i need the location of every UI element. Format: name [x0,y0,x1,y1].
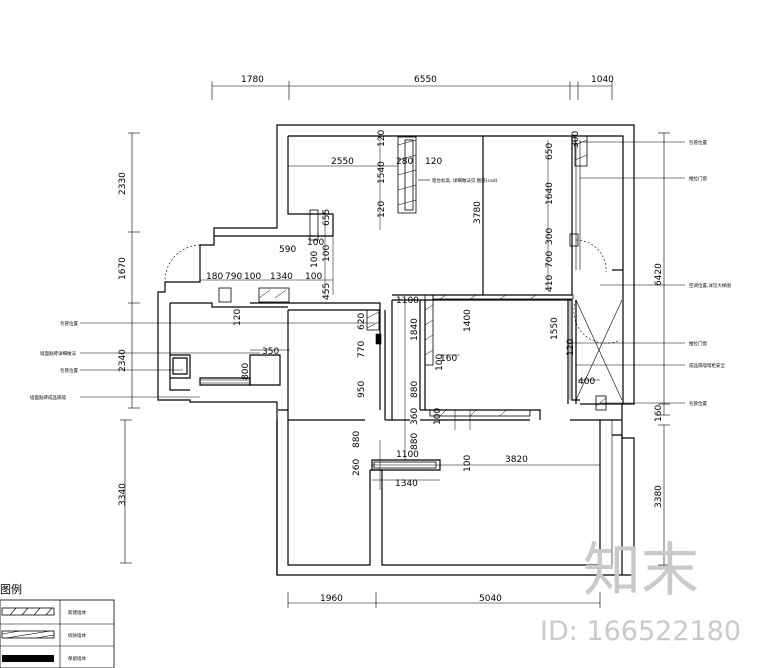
dim-interior-16: 100 [322,245,332,262]
dim-interior-27: 1840 [410,318,420,341]
dim-left-1: 1670 [118,257,128,280]
callout-right-4: 成品隔墙暗柜安全 [689,362,725,369]
dim-interior-23: 455 [322,283,332,300]
window-note: 窗台标高, 详细做法见 图纸(cad) [432,177,498,184]
dim-left-3: 3340 [118,483,128,506]
callout-right-0: 包管位置 [689,139,707,146]
dim-top-2: 1040 [591,75,614,85]
dim-interior-33: 950 [357,381,367,398]
legend-swatch-2 [2,655,54,662]
callout-left-3: 墙面贴砖成品隔墙 [30,394,66,401]
dim-interior-31: 350 [262,347,279,357]
dim-interior-9: 300 [545,228,555,245]
dim-interior-44: 1100 [396,450,419,460]
legend-swatch-0 [1,607,55,616]
dim-interior-35: 160 [440,354,457,364]
callout-left-2: 包管位置 [60,367,78,374]
dim-interior-19: 790 [225,272,242,282]
dim-interior-0: 2550 [331,157,354,167]
dim-interior-29: 1550 [550,317,560,340]
dim-interior-17: 100 [310,251,320,268]
dim-interior-40: 100 [433,408,443,425]
dim-interior-20: 100 [244,272,261,282]
dim-interior-6: 3780 [473,201,483,224]
dim-interior-12: 300 [571,131,581,148]
dim-interior-10: 700 [545,251,555,268]
dim-right-2: 3380 [654,485,664,508]
dim-interior-39: 360 [410,408,420,425]
callout-right-2: 空调位置,详见大样图 [689,282,731,289]
dim-interior-41: 880 [352,431,362,448]
right-dimensions: 6420 160 3380 [654,263,664,508]
dim-interior-8: 1640 [545,182,555,205]
dim-interior-14: 100 [307,238,324,248]
dim-interior-15: 655 [322,209,332,226]
dim-interior-32: 800 [241,363,251,380]
dim-interior-22: 100 [305,272,322,282]
dim-interior-34: 880 [410,381,420,398]
callout-leaders [80,141,685,404]
dim-interior-5: 120 [377,201,387,218]
legend-swatch-1 [1,630,55,639]
dim-interior-2: 120 [425,157,442,167]
dim-interior-47: 1340 [395,479,418,489]
hatch-lines [258,139,607,417]
dim-bottom-1: 5040 [479,594,502,604]
legend-row-2: 保留墙体 [68,655,86,662]
callout-left-1: 墙面贴砖详细做法 [40,350,76,357]
left-dimensions: 2330 1670 2340 3340 [118,172,128,506]
dim-interior-43: 260 [352,459,362,476]
callout-right-5: 包管位置 [689,400,707,407]
dim-interior-42: 880 [410,433,420,450]
dim-interior-1: 280 [396,157,413,167]
interior-dimension-lines [200,136,600,490]
callout-right-3: 推拉门窗 [689,340,707,347]
dim-top-1: 6550 [414,75,437,85]
dim-right-1: 160 [654,405,664,422]
dim-interior-11: 410 [545,275,555,292]
dim-interior-38: 400 [578,377,595,387]
walls [157,124,635,576]
dim-interior-36: 100 [435,354,445,371]
dim-interior-37: 120 [566,339,576,356]
dim-interior-46: 3820 [505,455,528,465]
doors [164,140,623,565]
top-dimensions: 1780 6550 1040 [241,75,614,85]
dim-interior-7: 650 [545,143,555,160]
dim-interior-24: 120 [233,309,243,326]
dim-interior-28: 1400 [463,309,473,332]
dim-interior-26: 620 [357,313,367,330]
legend-title: 图例 [0,582,22,596]
callout-left-0: 包管位置 [60,320,78,327]
dim-interior-30: 770 [357,341,367,358]
legend: 图例 新建墙体 拆除墙体 保留墙体 [0,582,115,668]
dim-interior-18: 180 [206,272,223,282]
dim-left-0: 2330 [118,172,128,195]
dim-interior-45: 100 [463,455,473,472]
watermark-id: ID: 166522180 [540,616,741,647]
dim-interior-25: 1100 [396,296,419,306]
dim-interior-4: 1540 [377,161,387,184]
interior-dimensions: 2550 280 120 120 1540 120 3780 650 1640 … [206,130,595,489]
bottom-dimensions: 1960 5040 [320,594,502,604]
watermark-logo: 知末 [583,536,699,604]
dim-interior-21: 1340 [270,272,293,282]
dim-right-0: 6420 [654,263,664,286]
callout-right-1: 推拉门窗 [689,175,707,182]
dim-interior-13: 590 [279,245,296,255]
legend-row-1: 拆除墙体 [68,632,86,639]
callout-labels: 窗台标高, 详细做法见 图纸(cad) 包管位置 推拉门窗 空调位置,详见大样图… [30,139,731,407]
dim-left-2: 2340 [118,349,128,372]
dim-top-0: 1780 [241,75,264,85]
watermark: 知末 ID: 166522180 [540,536,741,647]
dimension-lines [120,81,670,608]
legend-row-0: 新建墙体 [68,609,86,616]
dim-interior-3: 120 [377,130,387,147]
dim-bottom-0: 1960 [320,594,343,604]
